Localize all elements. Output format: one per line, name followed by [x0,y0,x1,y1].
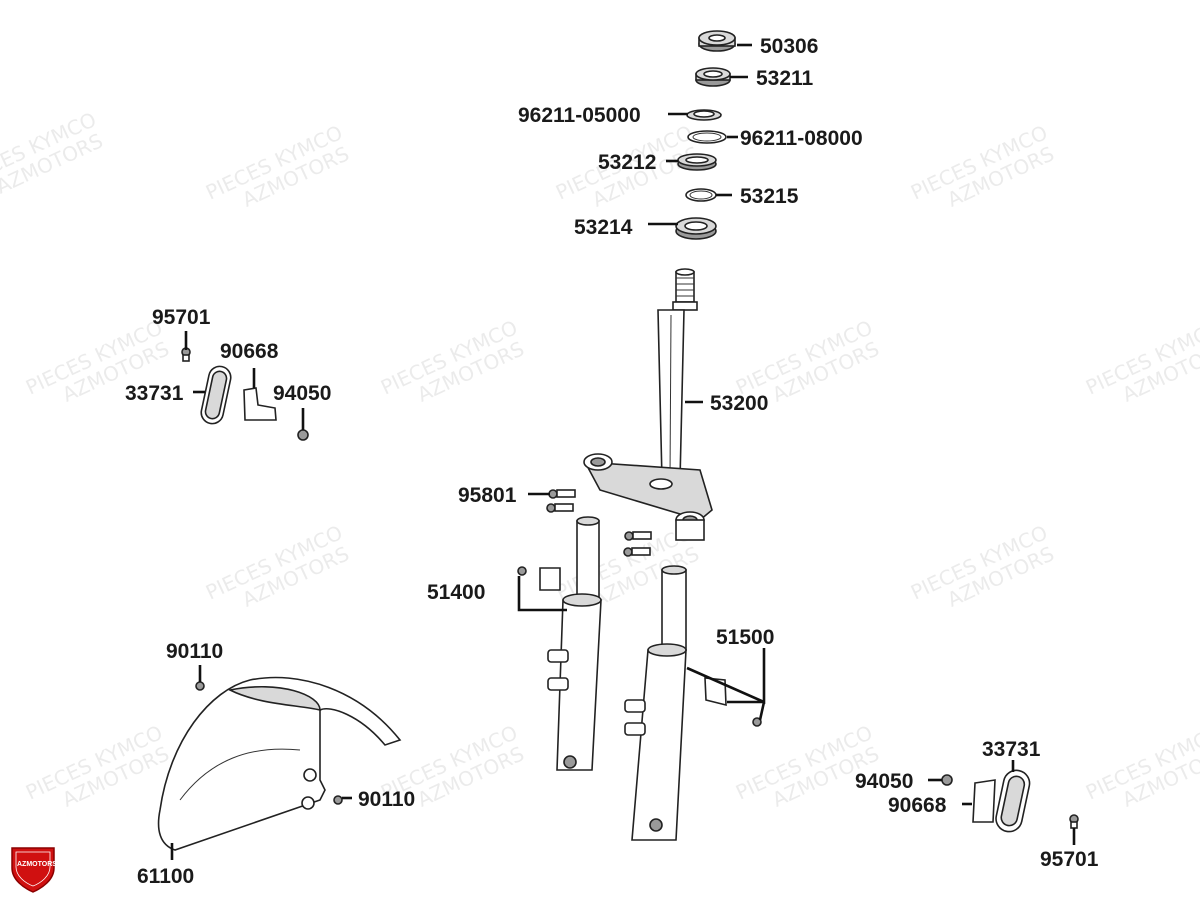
part-53211-lock-nut [695,67,731,87]
part-51500-right-fork [624,565,762,841]
label-90668-right: 90668 [888,794,947,817]
part-95701-screw-left [181,347,191,362]
label-51400: 51400 [427,581,485,604]
label-53214: 53214 [574,216,633,239]
label-94050-left: 94050 [273,382,331,405]
label-61100: 61100 [137,865,194,888]
label-50306: 50306 [760,35,818,58]
logo-text: AZMOTORS [17,861,57,868]
label-33731-left: 33731 [125,382,184,405]
part-95701-screw-right [1069,814,1079,829]
label-96211-05000: 96211-05000 [518,104,641,127]
part-53215-seal [685,188,717,202]
part-90668-bracket-left [243,387,277,421]
part-53214-lower-bearing [675,217,717,240]
part-33731-reflector-right [995,769,1031,833]
part-33731-reflector-left [200,365,232,425]
part-94050-nut-left [297,429,309,441]
part-96211-05000-washer [686,109,722,121]
label-95801: 95801 [458,484,517,507]
label-33731-right: 33731 [982,738,1041,761]
label-53211: 53211 [756,67,814,90]
label-96211-08000: 96211-08000 [740,127,863,150]
label-53212: 53212 [598,151,656,174]
part-94050-nut-right [941,774,953,786]
part-labels: 50306 53211 96211-05000 96211-08000 5321… [125,35,1099,888]
part-96211-08000-bearing [687,130,727,144]
part-53200-steering-stem [583,268,713,541]
label-53215: 53215 [740,185,799,208]
label-90110-side: 90110 [358,788,415,811]
label-53200: 53200 [710,392,768,415]
part-50306-top-nut [698,30,736,52]
part-51400-left-fork [517,516,602,771]
label-90110-top: 90110 [166,640,223,663]
label-95701-right: 95701 [1040,848,1099,871]
label-51500: 51500 [716,626,774,649]
label-95701-left: 95701 [152,306,211,329]
azmotors-logo: AZMOTORS [11,847,57,893]
label-94050-right: 94050 [855,770,913,793]
part-90668-bracket-right [972,779,996,823]
label-90668-left: 90668 [220,340,279,363]
leader-lines [170,43,1076,860]
part-53212-race [677,153,717,171]
part-61100-front-fender [157,676,402,851]
